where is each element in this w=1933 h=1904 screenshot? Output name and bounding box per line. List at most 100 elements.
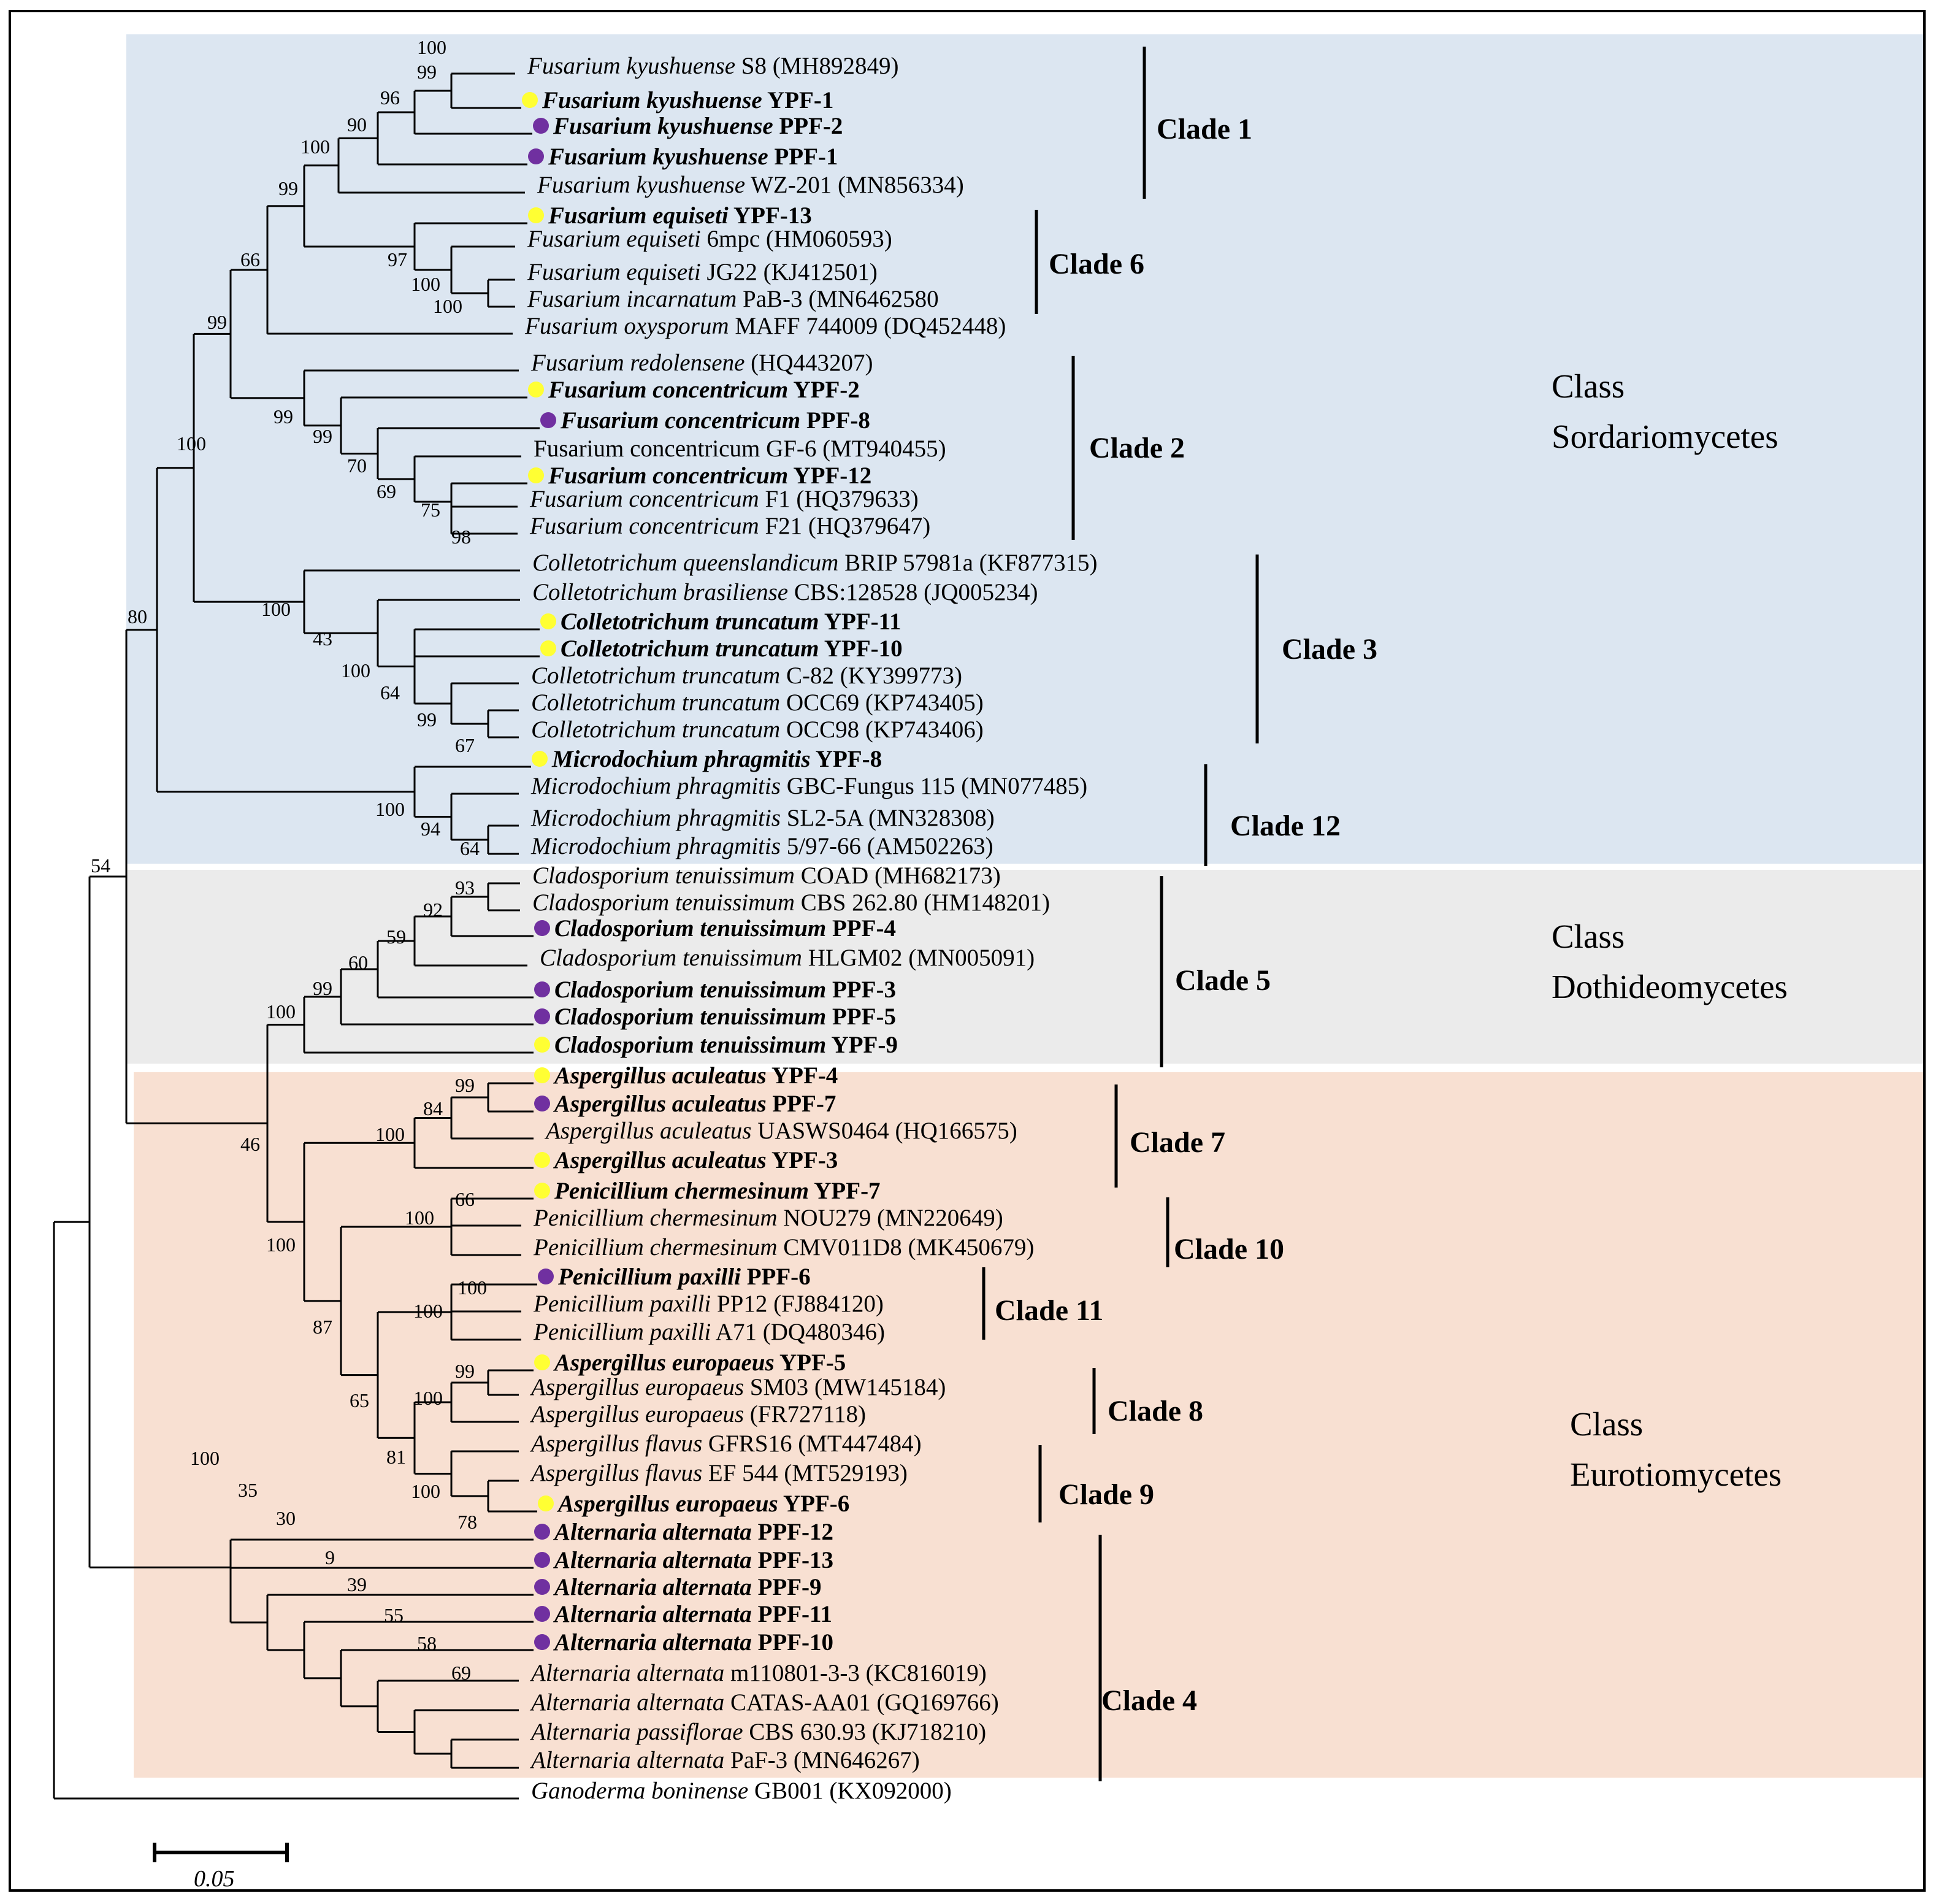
taxon-label: Colletotrichum truncatum YPF-11	[561, 608, 901, 635]
bootstrap-value: 100	[261, 598, 291, 620]
eurotiomycetes-background	[134, 1072, 1923, 1778]
bootstrap-value: 78	[457, 1511, 477, 1533]
bootstrap-value: 100	[375, 798, 405, 820]
taxon-label: Penicillium chermesinum YPF-7	[554, 1178, 881, 1204]
bootstrap-value: 60	[348, 951, 368, 973]
taxon-label: Fusarium concentricum GF-6 (MT940455)	[534, 436, 946, 462]
bootstrap-value: 94	[421, 818, 440, 840]
clade-label: Clade 7	[1130, 1126, 1225, 1159]
taxon-label: Colletotrichum queenslandicum BRIP 57981…	[532, 550, 1098, 576]
taxon-label: Fusarium redolensene (HQ443207)	[530, 350, 873, 376]
clade-label: Clade 5	[1175, 964, 1271, 997]
taxon-label: Fusarium equiseti 6mpc (HM060593)	[527, 226, 892, 252]
taxon-label: Colletotrichum truncatum YPF-10	[561, 635, 903, 662]
purple-isolate-marker	[534, 1579, 550, 1595]
purple-isolate-marker	[534, 1096, 550, 1111]
bootstrap-value: 67	[455, 734, 475, 756]
taxon-label: Microdochium phragmitis YPF-8	[551, 746, 882, 772]
bootstrap-value: 100	[405, 1207, 434, 1229]
dothideomycetes-background	[126, 870, 1923, 1064]
taxon-label: Penicillium paxilli PPF-6	[557, 1264, 811, 1290]
bootstrap-value: 69	[377, 480, 396, 502]
bootstrap-value: 84	[423, 1097, 443, 1119]
taxon-label: Aspergillus europaeus YPF-5	[553, 1349, 846, 1376]
bootstrap-value: 100	[341, 659, 370, 681]
purple-isolate-marker	[534, 1634, 550, 1650]
taxon-label: Aspergillus flavus GFRS16 (MT447484)	[529, 1430, 922, 1457]
bootstrap-value: 66	[455, 1188, 475, 1210]
clade-label: Clade 10	[1174, 1233, 1284, 1265]
bootstrap-value: 100	[266, 1234, 296, 1256]
bootstrap-value: 96	[380, 86, 400, 109]
bootstrap-value: 99	[274, 405, 293, 428]
yellow-isolate-marker	[534, 1037, 550, 1053]
yellow-isolate-marker	[528, 467, 544, 483]
taxon-label: Fusarium concentricum F21 (HQ379647)	[529, 513, 930, 539]
class-label-sordariomycetes-line2: Sordariomycetes	[1552, 418, 1778, 455]
purple-isolate-marker	[538, 1269, 554, 1284]
scale-bar: 0.05	[153, 1843, 289, 1892]
bootstrap-value: 30	[276, 1507, 296, 1529]
taxon-label: Penicillium paxilli PP12 (FJ884120)	[533, 1291, 884, 1317]
yellow-isolate-marker	[540, 613, 556, 629]
bootstrap-value: 97	[388, 248, 407, 271]
purple-isolate-marker	[534, 1552, 550, 1568]
taxon-label: Fusarium incarnatum PaB-3 (MN6462580	[527, 286, 939, 312]
yellow-isolate-marker	[538, 1495, 554, 1511]
clade-label: Clade 3	[1282, 633, 1377, 666]
bootstrap-value: 100	[413, 1387, 443, 1409]
taxon-label: Cladosporium tenuissimum CBS 262.80 (HM1…	[532, 889, 1050, 916]
bootstrap-value: 100	[411, 273, 440, 295]
bootstrap-value: 75	[421, 499, 440, 521]
bootstrap-value: 59	[386, 926, 406, 948]
figure-border	[9, 10, 1926, 1892]
taxon-label: Fusarium kyushuense PPF-2	[553, 113, 843, 139]
taxon-label: Alternaria alternata PPF-12	[553, 1519, 833, 1545]
taxon-label: Fusarium kyushuense YPF-1	[542, 87, 833, 113]
bootstrap-value: 100	[266, 1000, 296, 1023]
taxon-label: Fusarium concentricum PPF-8	[560, 407, 870, 434]
taxon-label: Aspergillus aculeatus PPF-7	[553, 1091, 836, 1117]
bootstrap-value: 100	[375, 1123, 405, 1145]
bootstrap-value: 9	[325, 1546, 335, 1568]
class-label-eurotiomycetes-line1: Class	[1570, 1405, 1643, 1443]
bootstrap-value: 100	[433, 295, 462, 317]
taxon-label: Cladosporium tenuissimum HLGM02 (MN00509…	[540, 945, 1035, 971]
bootstrap-value: 99	[278, 177, 298, 199]
bootstrap-value: 99	[455, 1360, 475, 1382]
purple-isolate-marker	[534, 1524, 550, 1540]
taxon-label: Fusarium kyushuense PPF-1	[548, 144, 838, 170]
taxon-label: Aspergillus europaeus SM03 (MW145184)	[529, 1374, 946, 1400]
taxon-label: Alternaria alternata PPF-11	[553, 1601, 832, 1627]
clade-label: Clade 11	[995, 1294, 1103, 1327]
taxon-label: Alternaria alternata m110801-3-3 (KC8160…	[529, 1660, 987, 1686]
taxon-label: Penicillium chermesinum CMV011D8 (MK4506…	[533, 1234, 1034, 1261]
taxon-label: Aspergillus aculeatus YPF-4	[553, 1062, 838, 1089]
bootstrap-value: 54	[91, 854, 110, 877]
purple-isolate-marker	[540, 412, 556, 428]
taxon-label: Fusarium kyushuense S8 (MH892849)	[527, 53, 899, 79]
bootstrap-value: 100	[190, 1447, 220, 1469]
taxon-label: Cladosporium tenuissimum COAD (MH682173)	[532, 862, 1001, 889]
yellow-isolate-marker	[528, 207, 544, 223]
taxon-label: Alternaria alternata CATAS-AA01 (GQ16976…	[529, 1689, 999, 1716]
taxon-label: Colletotrichum brasiliense CBS:128528 (J…	[532, 579, 1038, 605]
taxon-label: Ganoderma boninense GB001 (KX092000)	[531, 1778, 952, 1804]
tree-branches	[53, 72, 540, 1800]
taxon-label: Aspergillus europaeus (FR727118)	[529, 1401, 866, 1427]
taxon-label: Alternaria alternata PPF-10	[553, 1629, 833, 1656]
taxon-label: Alternaria alternata PPF-9	[553, 1574, 822, 1600]
taxon-label: Penicillium paxilli A71 (DQ480346)	[533, 1319, 885, 1345]
taxon-label: Colletotrichum truncatum OCC98 (KP743406…	[531, 716, 984, 743]
bootstrap-value: 65	[350, 1389, 369, 1411]
taxon-label: Alternaria alternata PPF-13	[553, 1547, 833, 1573]
yellow-isolate-marker	[532, 751, 548, 767]
clade-label: Clade 6	[1049, 248, 1144, 280]
bootstrap-value: 99	[313, 977, 332, 999]
taxon-label: Microdochium phragmitis GBC-Fungus 115 (…	[530, 773, 1087, 799]
taxon-label: Microdochium phragmitis 5/97-66 (AM50226…	[530, 833, 993, 859]
bootstrap-value: 99	[417, 61, 437, 83]
clade-label: Clade 9	[1058, 1478, 1154, 1511]
